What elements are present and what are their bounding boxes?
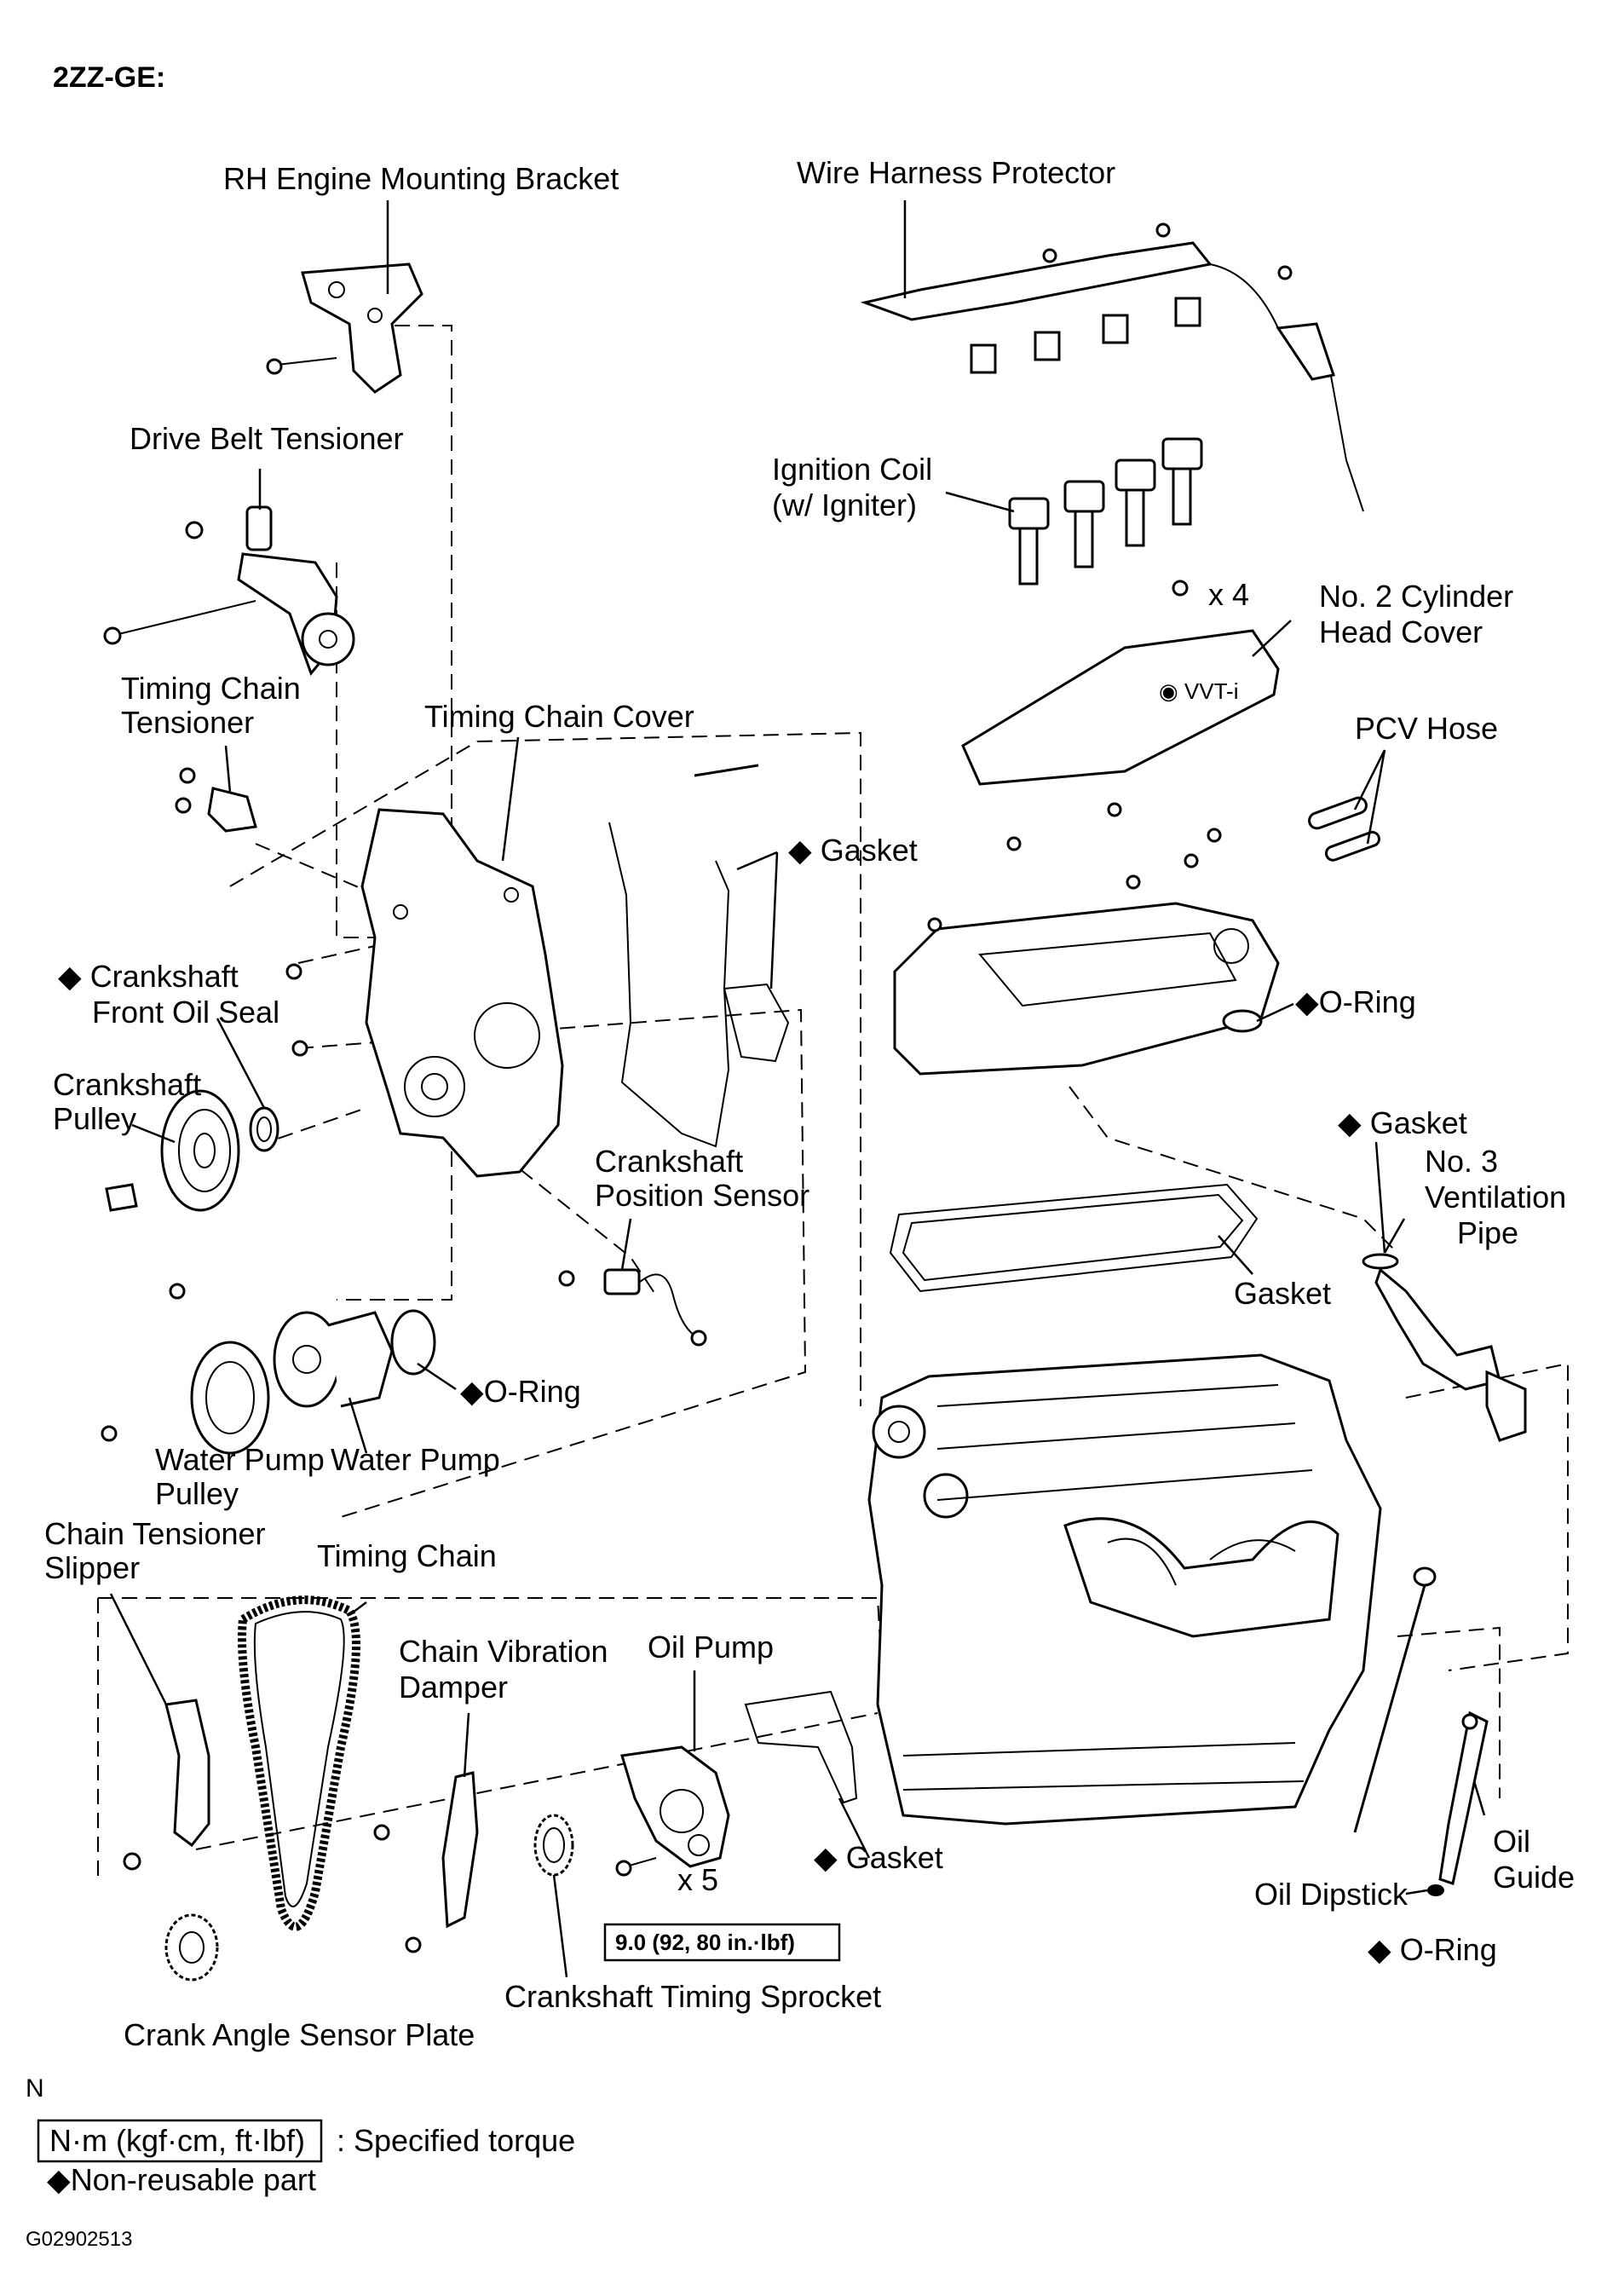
chain-vibration-damper-part [373, 1771, 479, 1953]
cylinder-head-cover-part [893, 802, 1280, 1076]
oil-guide-part [1427, 1710, 1489, 1896]
label-wire-harness-protector: Wire Harness Protector [797, 155, 1115, 190]
label-water-pump: Water Pump [331, 1442, 500, 1477]
label-crankshaft-timing-sprocket: Crankshaft Timing Sprocket [504, 1979, 881, 2014]
timing-chain-cover-part [285, 808, 564, 1178]
label-chain-tensioner-slipper-line1: Chain Tensioner [44, 1516, 266, 1551]
label-crankshaft-front-oil-seal-line1: ◆ Crankshaft [58, 959, 239, 994]
ignition-coils-part [1008, 437, 1203, 586]
crankshaft-front-oil-seal-part [249, 1106, 279, 1152]
label-ignition-coil-line1: Ignition Coil [772, 452, 932, 487]
oil-pump-part [615, 1745, 730, 1877]
oil-guide-o-ring-part [1427, 1884, 1444, 1896]
chain-tensioner-slipper-part [123, 1699, 210, 1871]
label-chain-vibration-damper-line1: Chain Vibration [399, 1634, 608, 1669]
rh-engine-mounting-bracket-part [266, 262, 423, 394]
label-chain-tensioner-slipper-line2: Slipper [44, 1550, 140, 1585]
label-crank-angle-sensor-plate: Crank Angle Sensor Plate [124, 2017, 475, 2052]
label-crankshaft-pulley-line1: Crankshaft [53, 1067, 201, 1102]
label-bolt-count-x5: x 5 [677, 1862, 718, 1897]
label-oil-guide-line2: Guide [1493, 1860, 1575, 1895]
timing-cover-gasket-part [608, 822, 790, 1148]
label-o-ring-cylinder-head-cover: ◆O-Ring [1295, 984, 1416, 1019]
label-crankshaft-pulley-line2: Pulley [53, 1101, 136, 1136]
label-no2-cylinder-head-cover-line2: Head Cover [1319, 614, 1483, 649]
label-oil-pump: Oil Pump [648, 1630, 774, 1664]
oil-dipstick-part [1353, 1566, 1437, 1833]
label-rh-engine-mounting-bracket: RH Engine Mounting Bracket [223, 161, 619, 196]
legend-non-reusable-part: ◆Non-reusable part [47, 2162, 316, 2197]
diagram-title: 2ZZ-GE: [53, 61, 165, 94]
label-gasket-ventilation-pipe: ◆ Gasket [1338, 1105, 1467, 1140]
label-timing-chain-tensioner-line1: Timing Chain [121, 671, 301, 706]
timing-chain-part [238, 1595, 360, 1931]
torque-spec-box: 9.0 (92, 80 in.·lbf) [603, 1923, 841, 1962]
label-water-pump-pulley-line2: Pulley [155, 1476, 239, 1511]
label-no3-ventilation-pipe-line3: Pipe [1457, 1215, 1518, 1250]
label-o-ring-oil-guide: ◆ O-Ring [1368, 1932, 1497, 1967]
label-gasket-timing-cover: ◆ Gasket [788, 833, 918, 868]
label-water-pump-pulley-line1: Water Pump [155, 1442, 325, 1477]
label-pcv-hose: PCV Hose [1355, 711, 1498, 746]
label-oil-guide-line1: Oil [1493, 1824, 1530, 1859]
no2-cylinder-head-cover-part: ◉ VVT-i [961, 580, 1280, 786]
engine-block-part [867, 1353, 1382, 1826]
label-crankshaft-front-oil-seal-line2: Front Oil Seal [92, 995, 279, 1030]
label-ignition-coil-line2: (w/ Igniter) [772, 487, 917, 522]
crank-angle-sensor-plate-part [164, 1913, 219, 1982]
legend-torque-description: : Specified torque [337, 2123, 575, 2158]
crankshaft-position-sensor-part [558, 1268, 707, 1347]
label-timing-chain-cover: Timing Chain Cover [424, 699, 694, 734]
legend: N·m (kgf·cm, ft·lbf) : Specified torque … [37, 2119, 575, 2197]
figure-code: G02902513 [26, 2228, 132, 2251]
label-bolt-count-x4: x 4 [1208, 577, 1249, 612]
crankshaft-timing-sprocket-part [533, 1814, 574, 1877]
torque-spec-value: 9.0 (92, 80 in.·lbf) [615, 1930, 795, 1955]
vvt-logo: ◉ VVT-i [1159, 678, 1238, 704]
wire-harness-protector-part [860, 222, 1364, 512]
label-drive-belt-tensioner: Drive Belt Tensioner [130, 421, 404, 456]
callout-labels: RH Engine Mounting Bracket Wire Harness … [44, 155, 1575, 2052]
legend-torque-unit-box: N·m (kgf·cm, ft·lbf) [49, 2123, 305, 2158]
label-no2-cylinder-head-cover-line1: No. 2 Cylinder [1319, 579, 1513, 614]
crankshaft-pulley-part [105, 1089, 240, 1212]
water-pump-part [101, 1283, 436, 1455]
pcv-hose-part [1308, 796, 1380, 862]
leader-lines [109, 200, 1486, 1978]
label-gasket-oil-pump: ◆ Gasket [814, 1840, 943, 1875]
cylinder-head-gasket-part [889, 1183, 1259, 1293]
label-chain-vibration-damper-line2: Damper [399, 1670, 508, 1705]
label-no3-ventilation-pipe-line2: Ventilation [1425, 1180, 1566, 1214]
label-crankshaft-position-sensor-line1: Crankshaft [595, 1144, 743, 1179]
drive-belt-tensioner-part [103, 505, 355, 676]
label-no3-ventilation-pipe-line1: No. 3 [1425, 1144, 1498, 1179]
label-timing-chain-tensioner-line2: Tensioner [121, 705, 254, 740]
label-gasket-cylinder-head: Gasket [1234, 1276, 1331, 1311]
label-oil-dipstick: Oil Dipstick [1254, 1877, 1408, 1912]
north-mark: N [26, 2074, 44, 2103]
no3-ventilation-pipe-part [1362, 1253, 1527, 1442]
label-crankshaft-position-sensor-line2: Position Sensor [595, 1178, 809, 1213]
label-timing-chain: Timing Chain [317, 1538, 497, 1573]
stud-bolt-part [694, 764, 759, 777]
oil-pump-gasket-part [744, 1690, 858, 1804]
label-o-ring-water-pump: ◆O-Ring [460, 1374, 581, 1409]
timing-chain-tensioner-part [175, 767, 257, 833]
